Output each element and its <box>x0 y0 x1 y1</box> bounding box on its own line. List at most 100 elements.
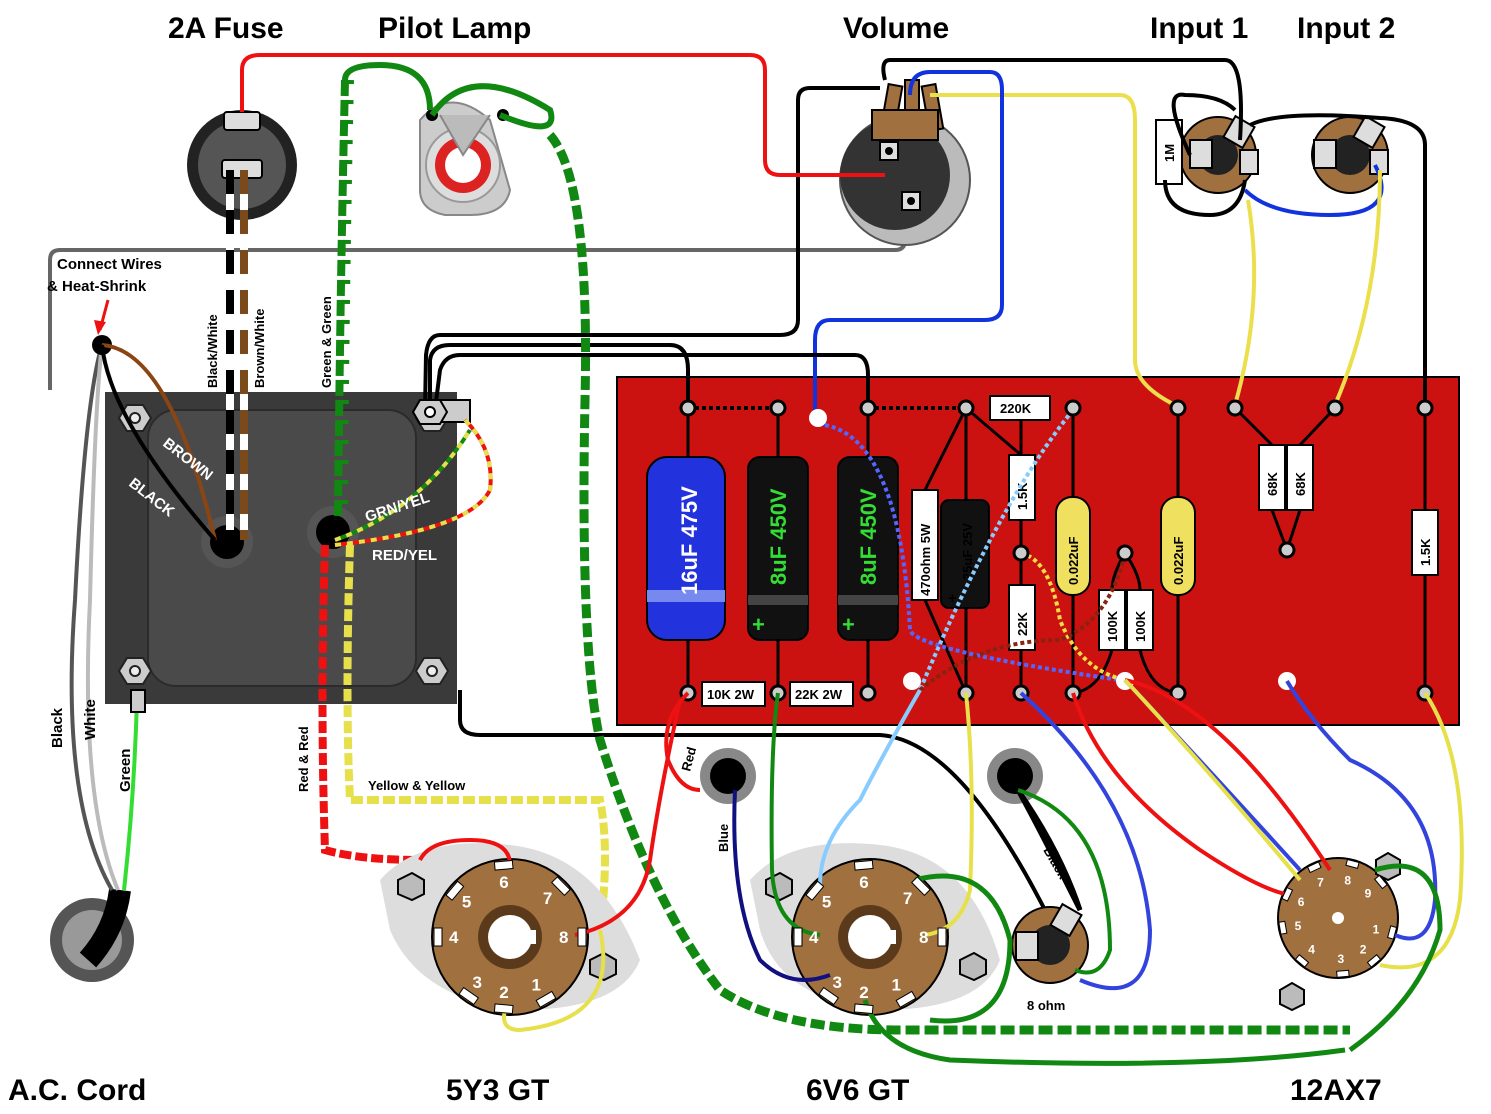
socket-12ax7-pin-label: 7 <box>1317 876 1324 890</box>
cap-16uf-label: 16uF 475V <box>677 486 702 595</box>
title-5y3: 5Y3 GT <box>446 1074 549 1107</box>
socket-12ax7-pin-slot <box>1294 954 1310 968</box>
transformer-ground-lug <box>411 399 471 425</box>
fuse-holder[interactable] <box>187 110 297 220</box>
socket-5y3-pin-slot <box>551 876 571 896</box>
resistor-100k-b-label: 100K <box>1133 610 1148 642</box>
cap-8uf-b-plus: + <box>842 612 855 637</box>
cap-25uf-label: 25uF 25V <box>960 523 975 580</box>
cap-022-a-label: 0.022uF <box>1066 537 1081 585</box>
resistor-1-5k-b: 1.5K <box>1411 509 1439 576</box>
socket-6v6-pin-label: 1 <box>892 976 901 995</box>
resistor-22k-2w: 22K 2W <box>789 681 854 707</box>
label-black-ac: Black <box>49 707 66 748</box>
label-connect-1: Connect Wires <box>57 256 162 273</box>
resistor-220k: 220K <box>989 395 1051 421</box>
socket-5y3-pin-slot <box>445 880 465 901</box>
title-input2: Input 2 <box>1297 12 1395 45</box>
cap-8uf-b-label: 8uF 450V <box>856 488 881 585</box>
socket-12ax7-pin-label: 6 <box>1298 895 1305 909</box>
ground-wire-gray <box>48 210 907 390</box>
socket-6v6-pin-label: 6 <box>859 873 868 892</box>
socket-5y3 <box>380 843 640 1016</box>
transformer-bolt <box>117 404 153 432</box>
socket-6v6-pin-slot <box>805 880 825 901</box>
socket-6v6-pin-slot <box>818 986 840 1006</box>
socket-12ax7-pin-slot <box>1306 861 1322 874</box>
resistor-22k-2w-label: 22K 2W <box>795 687 843 702</box>
resistor-10k-label: 10K 2W <box>707 687 755 702</box>
resistor-1-5k-a-label: 1.5K <box>1015 482 1030 510</box>
socket-12ax7-pin-slot <box>1278 920 1288 935</box>
resistor-470: 470ohm 5W <box>911 489 939 601</box>
cap-16uf: 16uF 475V <box>646 456 726 641</box>
socket-12ax7-pin-slot <box>1387 925 1398 940</box>
socket-6v6-pin-label: 8 <box>919 928 928 947</box>
socket-5y3-pin-slot <box>433 927 443 947</box>
title-ac-cord: A.C. Cord <box>8 1074 146 1107</box>
socket-12ax7-pin-label: 8 <box>1344 873 1351 887</box>
volume-pot[interactable] <box>839 79 971 246</box>
socket-12ax7-pin-slot <box>1336 969 1350 978</box>
heater-twisted-green <box>334 79 349 521</box>
cap-8uf-a: 8uF 450V + <box>747 456 809 641</box>
cap-022-b: 0.022uF <box>1160 496 1196 596</box>
cap-25uf: 25uF 25V + <box>940 499 990 609</box>
socket-12ax7-pin-slot <box>1366 954 1382 968</box>
socket-5y3-pin-slot <box>458 986 480 1006</box>
label-green-ac: Green <box>117 749 134 792</box>
transformer-bolt <box>414 657 450 685</box>
cap-8uf-a-label: 8uF 450V <box>766 488 791 585</box>
socket-5y3-pin-label: 8 <box>559 928 568 947</box>
pilot-lamp <box>419 101 512 216</box>
socket-5y3-pin-label: 2 <box>499 983 508 1002</box>
resistor-68k-a: 68K <box>1258 444 1286 511</box>
socket-12ax7-pin-label: 3 <box>1337 952 1344 966</box>
socket-5y3-pin-slot <box>577 927 587 947</box>
resistor-1m-label: 1M <box>1162 144 1177 162</box>
socket-6v6-pin-slot <box>853 859 874 871</box>
label-red: Red <box>678 745 699 773</box>
socket-12ax7-pin-slot <box>1374 874 1388 890</box>
turret-board <box>616 376 1460 726</box>
label-black-white: Black/White <box>205 314 220 388</box>
resistor-68k-a-label: 68K <box>1265 472 1280 496</box>
turret-row-top <box>679 399 1434 562</box>
socket-5y3-pin-slot <box>493 1003 514 1015</box>
resistor-68k-b-label: 68K <box>1293 472 1308 496</box>
socket-6v6-pin-label: 5 <box>822 893 831 912</box>
socket-5y3-pin-label: 7 <box>543 889 552 908</box>
socket-5y3-pin-label: 3 <box>472 973 481 992</box>
label-white-ac: White <box>82 699 99 740</box>
resistor-100k-a-label: 100K <box>1105 610 1120 642</box>
resistor-10k-2w: 10K 2W <box>701 681 766 707</box>
socket-12ax7-pin-label: 2 <box>1360 943 1367 957</box>
label-brown-white: Brown/White <box>252 309 267 388</box>
socket-5y3-pin-label: 1 <box>532 976 541 995</box>
socket-6v6-pin-slot <box>853 1003 874 1015</box>
socket-5y3-pin-slot <box>493 859 514 871</box>
socket-5y3-pin-label: 6 <box>499 873 508 892</box>
label-connect-2: & Heat-Shrink <box>47 278 147 295</box>
label-speaker: 8 ohm <box>1027 998 1065 1013</box>
speaker-jack[interactable] <box>1011 902 1089 984</box>
socket-6v6-pin-slot <box>911 876 931 896</box>
label-red-red: Red & Red <box>296 726 311 792</box>
title-6v6: 6V6 GT <box>806 1074 909 1107</box>
socket-6v6-pin-label: 2 <box>859 983 868 1002</box>
socket-6v6-pin-label: 4 <box>809 928 819 947</box>
label-black-spk: Black <box>1040 844 1071 882</box>
resistor-100k-a: 100K <box>1098 589 1126 651</box>
socket-6v6-pin-slot <box>793 927 803 947</box>
socket-12ax7-pin-slot <box>1281 886 1294 902</box>
label-green-green: Green & Green <box>319 296 334 388</box>
label-blue: Blue <box>716 824 731 852</box>
socket-12ax7-pin-slot <box>1345 858 1360 869</box>
resistor-470-label: 470ohm 5W <box>918 523 933 596</box>
input-jack-2[interactable] <box>1311 114 1389 194</box>
resistor-22k-label: 22K <box>1015 612 1030 636</box>
title-pilot-lamp: Pilot Lamp <box>378 12 531 45</box>
